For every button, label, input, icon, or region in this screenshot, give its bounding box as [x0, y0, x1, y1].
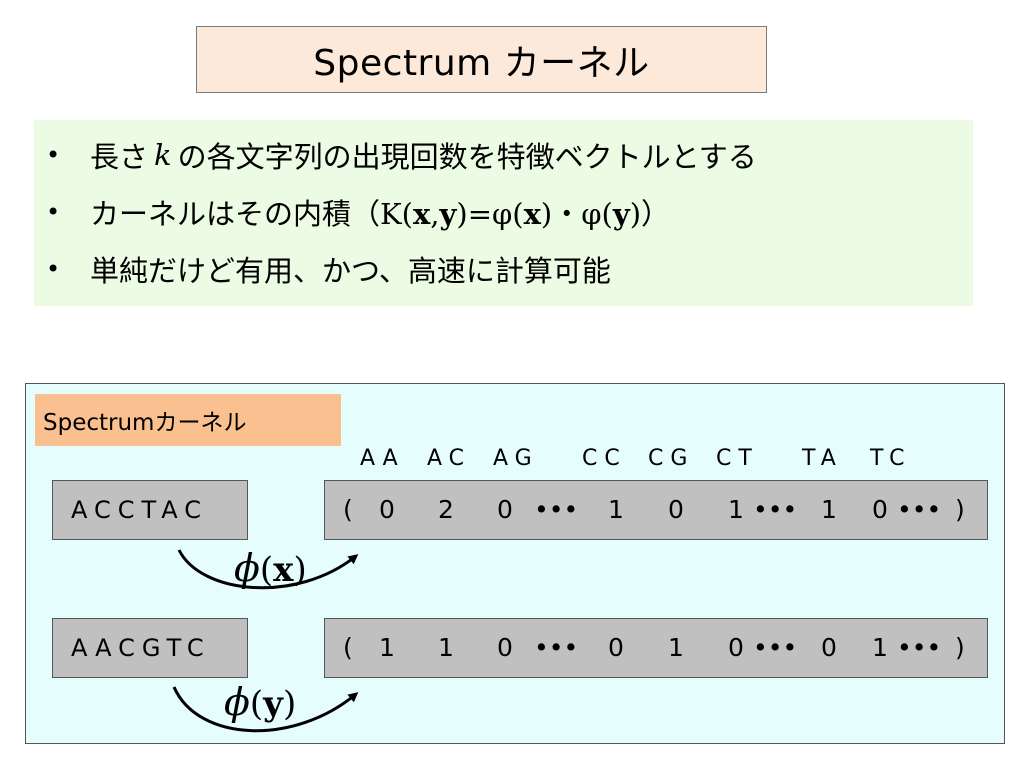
bullet-item-3: • 単純だけど有用、かつ、高速に計算可能 [42, 240, 973, 297]
bullet-marker: • [46, 197, 61, 226]
phi-paren: ) [293, 550, 307, 590]
map-arrow-x [177, 549, 359, 590]
formula-y1: y [439, 196, 457, 231]
mapping-arrows [172, 549, 359, 733]
bullet-marker: • [46, 254, 61, 283]
kmer-header: CT [716, 446, 759, 471]
bullet-1-variable: k [154, 137, 172, 172]
bullet-3-text: 単純だけど有用、かつ、高速に計算可能 [90, 253, 611, 288]
vector-value: 0 [728, 633, 744, 662]
kmer-header: AG [493, 446, 539, 471]
kmer-header: TC [870, 446, 912, 471]
vector-close-paren: ) [955, 633, 965, 662]
formula-x2: x [523, 196, 541, 231]
vector-ellipsis: ••• [753, 633, 798, 662]
feature-vector-y: ( 1 1 0 ••• 0 1 0 ••• 0 1 ••• ) [324, 618, 988, 678]
vector-value: 0 [497, 633, 513, 662]
formula-close: ) [629, 196, 642, 231]
bullet-1-after: の各文字列の出現回数を特徴ベクトルとする [177, 139, 757, 174]
vector-value: 0 [821, 633, 837, 662]
phi-paren: ( [249, 684, 264, 724]
kmer-header-row: AA AC AG CC CG CT TA TC [26, 446, 1006, 476]
bullet-item-1: • 長さ k の各文字列の出現回数を特徴ベクトルとする [42, 126, 973, 183]
bullet-1-before: 長さ [90, 139, 149, 174]
vector-value: 0 [608, 633, 624, 662]
slide-title: Spectrum カーネル [196, 26, 767, 93]
vector-value: 0 [668, 495, 684, 524]
formula-eq: )=φ( [456, 196, 524, 231]
phi-symbol: ϕ [234, 546, 260, 590]
vector-ellipsis: ••• [897, 495, 942, 524]
vector-value: 1 [668, 633, 684, 662]
phi-x-label: ϕ(x) [234, 546, 307, 590]
kmer-header: AA [360, 446, 405, 471]
vector-value: 1 [438, 633, 454, 662]
vector-value: 1 [379, 633, 395, 662]
spectrum-diagram-panel: Spectrumカーネル AA AC AG CC CG CT TA TC ACC… [25, 383, 1005, 744]
sequence-box-y: AACGTC [52, 618, 248, 678]
sequence-text: AACGTC [71, 634, 211, 662]
vector-value: 1 [608, 495, 624, 524]
formula-comma: , [430, 196, 440, 231]
diagram-label-text: Spectrumカーネル [43, 410, 247, 436]
formula-dot: )・φ( [540, 196, 613, 231]
vector-ellipsis: ••• [753, 495, 798, 524]
bullet-marker: • [46, 140, 61, 169]
vector-open-paren: ( [343, 633, 353, 662]
vector-open-paren: ( [343, 495, 353, 524]
kmer-header: CG [648, 446, 695, 471]
feature-vector-x: ( 0 2 0 ••• 1 0 1 ••• 1 0 ••• ) [324, 480, 988, 540]
formula-k: K( [380, 196, 413, 231]
bullet-item-2: • カーネルはその内積（ K(x,y)=φ(x)・φ(y) ） [42, 183, 973, 240]
bullet-list: • 長さ k の各文字列の出現回数を特徴ベクトルとする • カーネルはその内積（… [34, 120, 973, 306]
diagram-label: Spectrumカーネル [35, 394, 341, 446]
vector-value: 2 [438, 495, 454, 524]
formula-y2: y [612, 196, 630, 231]
kmer-header: CC [582, 446, 627, 471]
phi-paren: ( [259, 550, 274, 590]
vector-value: 0 [497, 495, 513, 524]
sequence-text: ACCTAC [71, 496, 209, 524]
phi-symbol: ϕ [224, 680, 250, 724]
vector-value: 0 [379, 495, 395, 524]
phi-arg: y [263, 684, 283, 724]
bullet-2-end: ） [641, 196, 671, 231]
vector-ellipsis: ••• [897, 633, 942, 662]
vector-value: 1 [821, 495, 837, 524]
vector-value: 1 [728, 495, 744, 524]
vector-ellipsis: ••• [534, 633, 579, 662]
phi-paren: ) [282, 684, 297, 724]
map-arrow-y [172, 686, 359, 733]
vector-ellipsis: ••• [534, 495, 579, 524]
vector-value: 1 [872, 633, 888, 662]
bullet-2-text: カーネルはその内積（ [90, 196, 381, 231]
kmer-header: TA [802, 446, 843, 471]
vector-close-paren: ) [955, 495, 965, 524]
slide-title-text: Spectrum カーネル [313, 42, 650, 84]
bullet-2-formula: K(x,y)=φ(x)・φ(y) [380, 191, 641, 233]
formula-x1: x [413, 196, 431, 231]
vector-value: 0 [872, 495, 888, 524]
phi-y-label: ϕ(y) [224, 680, 296, 724]
kmer-header: AC [427, 446, 472, 471]
sequence-box-x: ACCTAC [52, 480, 248, 540]
phi-arg: x [273, 550, 294, 590]
